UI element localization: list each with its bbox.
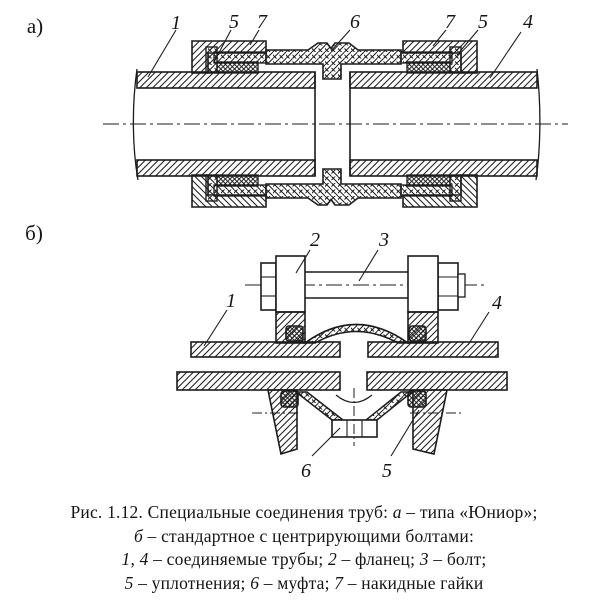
seal-ring-right-top xyxy=(408,325,427,342)
seal-ring-left-bottom xyxy=(280,390,299,408)
coupling-assembly-bottom xyxy=(191,168,478,208)
figure-caption: Рис. 1.12. Специальные соединения труб: … xyxy=(0,501,608,595)
callout-a-nut-left: 7 xyxy=(257,11,268,33)
callout-a-seal-left: 5 xyxy=(229,11,239,33)
funnel-sleeve xyxy=(252,388,462,446)
coupling-assembly-top xyxy=(191,40,478,80)
callout-b-seal: 5 xyxy=(382,460,392,482)
leader-lines-a xyxy=(147,29,522,79)
callout-b-bolt: 3 xyxy=(378,229,389,251)
bolt-head xyxy=(260,262,277,311)
callout-a-sleeve: 6 xyxy=(350,11,360,33)
arched-sleeve xyxy=(302,323,411,344)
panel-a-label: а) xyxy=(27,14,43,38)
pipe-walls-upper xyxy=(190,341,499,358)
panel-b-label: б) xyxy=(25,221,43,245)
pipe-left-a xyxy=(132,68,316,181)
seal-ring-right-bottom xyxy=(407,390,427,408)
bolt xyxy=(260,262,466,311)
pipe-walls-lower xyxy=(176,371,508,391)
union-nut-right xyxy=(402,40,478,74)
seal-left xyxy=(216,61,259,74)
bolt-end-stub xyxy=(457,273,466,298)
callout-b-pipe-left: 1 xyxy=(226,290,236,312)
callout-a-seal-right: 5 xyxy=(478,11,488,33)
figure-drawing: 1 5 7 6 7 5 4 а) xyxy=(25,11,568,482)
diagram-b-bolted-joint: 2 3 1 4 6 5 б) xyxy=(25,221,508,482)
callout-a-pipe-left: 1 xyxy=(171,12,181,34)
seal-right xyxy=(406,61,451,74)
caption-line-1: Рис. 1.12. Специальные соединения труб: … xyxy=(70,502,538,522)
bolt-nut xyxy=(437,262,459,311)
diagram-a-junior-coupling: 1 5 7 6 7 5 4 а) xyxy=(27,11,568,208)
coupling-sleeve xyxy=(265,42,402,80)
callout-a-pipe-right: 4 xyxy=(523,11,533,33)
seal-ring-left-top xyxy=(285,325,304,342)
callout-b-sleeve: 6 xyxy=(301,460,311,482)
callout-b-pipe-right: 4 xyxy=(492,292,502,314)
caption-line-4: 5 – уплотнения; 6 – муфта; 7 – накидные … xyxy=(124,572,484,593)
pipe-right-a xyxy=(349,68,541,181)
caption-line-2: б – стандартное с центрирующими болтами: xyxy=(133,525,475,546)
caption-line-3: 1, 4 – соединяемые трубы; 2 – фланец; 3 … xyxy=(121,549,487,569)
callout-b-flange: 2 xyxy=(310,229,320,251)
union-nut-left xyxy=(191,40,267,74)
callout-a-nut-right: 7 xyxy=(445,11,456,33)
leader-lines-b xyxy=(203,249,490,457)
